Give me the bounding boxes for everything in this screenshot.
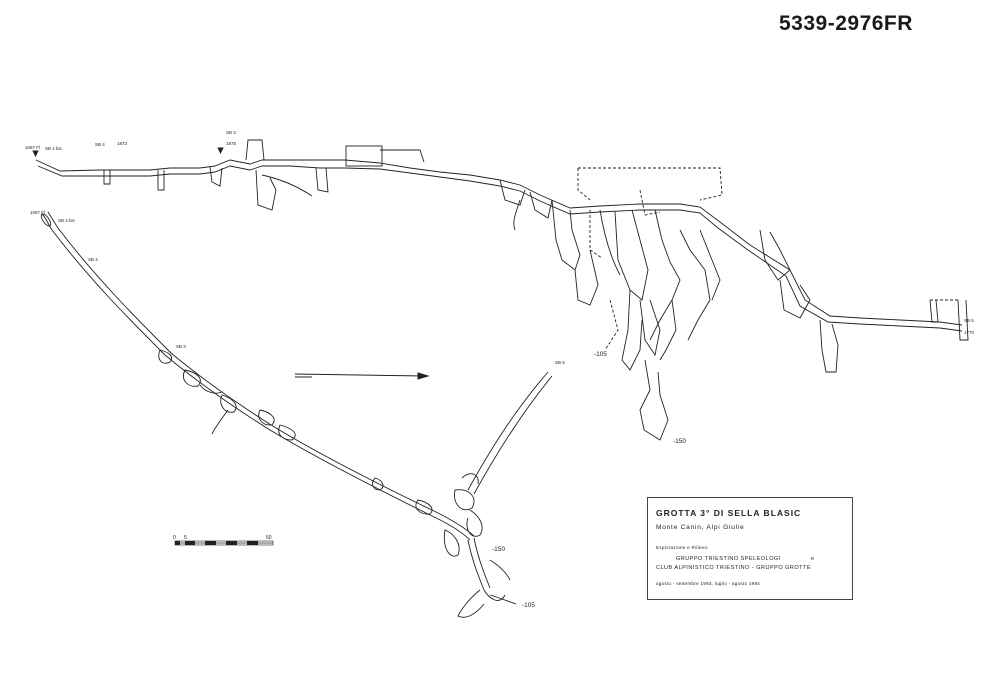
section-label-sb5: SB 5 <box>555 360 565 365</box>
scale-label-mid: 5 <box>184 535 187 541</box>
scale-bar: 0 5 50 <box>173 535 274 546</box>
scale-label-start: 0 <box>173 535 176 541</box>
plan-label-elev-1875: 1875 <box>226 141 237 146</box>
plan-label-sb4: SB 4 <box>95 142 105 147</box>
section-view <box>40 211 553 618</box>
section-labels: 1067 Fl SB 4 bis SB 4 SB 3 SB 5 -150 -10… <box>30 210 565 609</box>
plan-passage-upper-wall <box>35 159 963 326</box>
plan-label-elev-1770: 1770 <box>964 330 975 335</box>
section-label-depth-105: -105 <box>522 602 535 609</box>
map-code: 5339-2976FR <box>779 12 913 35</box>
section-label-sb4bis: SB 4 bis <box>58 218 76 223</box>
plan-label-depth-105: -105 <box>594 351 607 358</box>
cave-location: Monte Canin, Alpi Giulie <box>656 524 745 531</box>
plan-view <box>32 139 969 441</box>
section-label-sb3: SB 3 <box>176 344 186 349</box>
section-label-elev-1067: 1067 Fl <box>30 210 45 215</box>
section-label-depth-150: -150 <box>492 546 505 553</box>
plan-passage-lower-wall <box>37 165 963 332</box>
plan-label-sb3: SB 3 <box>226 130 236 135</box>
org-cat: CLUB ALPINISTICO TRIESTINO - GRUPPO GROT… <box>656 565 812 571</box>
scale-label-end: 50 <box>266 535 272 541</box>
exploration-label: Esplorazione e Rilievo: <box>656 545 709 550</box>
org-gts: GRUPPO TRIESTINO SPELEOLOGI <box>676 556 781 562</box>
plan-labels: 1067 Fl SB 4 bis SB 4 1873 SB 3 1875 -10… <box>25 130 975 445</box>
plan-label-sb5: SB 5 <box>964 318 974 323</box>
plan-label-elev-1873: 1873 <box>117 141 128 146</box>
survey-dates: agosto - settembre 1993, luglio - agosto… <box>656 581 761 586</box>
plan-label-depth-150: -150 <box>673 438 686 445</box>
section-label-sb4: SB 4 <box>88 257 98 262</box>
direction-arrow <box>294 372 430 380</box>
plan-label-elev-1067: 1067 Fl <box>25 145 40 150</box>
org-separator: e <box>811 556 815 562</box>
plan-label-sb4bis: SB 4 bis <box>45 146 63 151</box>
title-block: GROTTA 3° DI SELLA BLASIC Monte Canin, A… <box>647 497 853 600</box>
cave-title: GROTTA 3° DI SELLA BLASIC <box>656 508 802 518</box>
